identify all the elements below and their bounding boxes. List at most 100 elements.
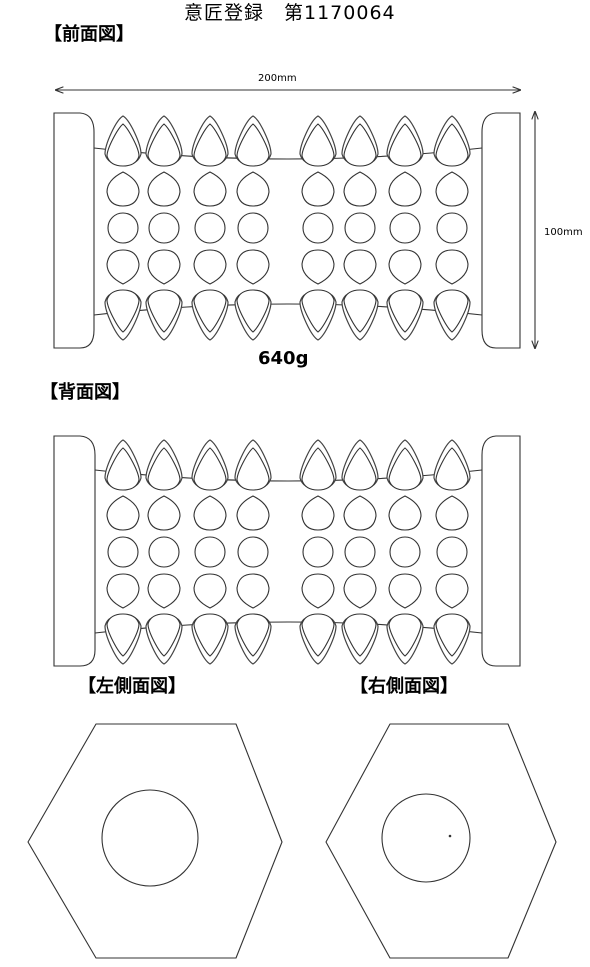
- spike-down: [145, 289, 183, 341]
- knob-up: [301, 171, 335, 207]
- knob-down: [388, 249, 422, 285]
- knob-round: [107, 212, 139, 244]
- knob-down: [193, 249, 227, 285]
- front-right-end-cap: [481, 112, 521, 349]
- spike-up: [234, 439, 272, 491]
- knob-round: [237, 536, 269, 568]
- front-bottom-edge: [93, 303, 483, 316]
- spike-up: [386, 439, 424, 491]
- knob-up: [106, 171, 140, 207]
- knob-round: [107, 536, 139, 568]
- knob-down: [147, 573, 181, 609]
- spike-up: [386, 115, 424, 167]
- knob-round: [344, 536, 376, 568]
- knob-round: [436, 536, 468, 568]
- back-spike-grid: [104, 439, 471, 665]
- knob-down: [435, 573, 469, 609]
- spike-up: [433, 439, 471, 491]
- knob-down: [301, 249, 335, 285]
- knob-down: [236, 249, 270, 285]
- back-right-end-cap: [481, 435, 521, 667]
- left-side-view-drawing: [27, 723, 283, 959]
- weight-label: 640g: [258, 348, 309, 369]
- knob-round: [344, 212, 376, 244]
- knob-round: [148, 212, 180, 244]
- front-spike-grid: [104, 115, 471, 341]
- knob-down: [435, 249, 469, 285]
- left-side-view-label: 【左側面図】: [78, 676, 186, 697]
- spike-down: [299, 289, 337, 341]
- spike-up: [145, 115, 183, 167]
- back-view-drawing: [53, 435, 521, 667]
- knob-up: [193, 171, 227, 207]
- knob-round: [389, 536, 421, 568]
- knob-down: [147, 249, 181, 285]
- knob-up: [236, 495, 270, 531]
- knob-up: [388, 171, 422, 207]
- right-side-center-dot: [448, 834, 452, 838]
- knob-round: [194, 212, 226, 244]
- spike-down: [104, 289, 142, 341]
- spike-down: [234, 289, 272, 341]
- spike-up: [299, 115, 337, 167]
- front-view-label: 【前面図】: [44, 24, 134, 45]
- knob-up: [388, 495, 422, 531]
- height-dimension: 100mm: [544, 227, 583, 238]
- spike-up: [234, 115, 272, 167]
- knob-down: [343, 573, 377, 609]
- spike-down: [386, 289, 424, 341]
- spike-up: [299, 439, 337, 491]
- knob-round: [302, 536, 334, 568]
- knob-down: [106, 573, 140, 609]
- knob-up: [236, 171, 270, 207]
- knob-up: [301, 495, 335, 531]
- spike-down: [104, 613, 142, 665]
- spike-down: [299, 613, 337, 665]
- knob-up: [343, 495, 377, 531]
- spike-down: [386, 613, 424, 665]
- knob-up: [106, 495, 140, 531]
- spike-down: [191, 289, 229, 341]
- knob-down: [301, 573, 335, 609]
- back-left-end-cap: [53, 435, 96, 667]
- knob-up: [147, 495, 181, 531]
- knob-up: [147, 171, 181, 207]
- knob-up: [435, 495, 469, 531]
- spike-up: [191, 439, 229, 491]
- back-view-label: 【背面図】: [40, 382, 130, 403]
- knob-down: [388, 573, 422, 609]
- knob-round: [389, 212, 421, 244]
- spike-up: [145, 439, 183, 491]
- knob-down: [193, 573, 227, 609]
- spike-up: [433, 115, 471, 167]
- document-title: 意匠登録 第1170064: [184, 2, 396, 24]
- right-side-center-circle: [381, 793, 471, 883]
- knob-round: [148, 536, 180, 568]
- spike-up: [104, 439, 142, 491]
- spike-down: [234, 613, 272, 665]
- knob-round: [436, 212, 468, 244]
- knob-down: [236, 573, 270, 609]
- knob-down: [343, 249, 377, 285]
- knob-up: [435, 171, 469, 207]
- left-side-hexagon: [27, 723, 283, 959]
- spike-down: [433, 613, 471, 665]
- knob-up: [193, 495, 227, 531]
- spike-down: [341, 613, 379, 665]
- spike-up: [191, 115, 229, 167]
- left-side-center-circle: [101, 789, 199, 887]
- spike-up: [104, 115, 142, 167]
- right-side-view-drawing: [325, 723, 557, 959]
- spike-down: [191, 613, 229, 665]
- knob-round: [237, 212, 269, 244]
- knob-round: [302, 212, 334, 244]
- spike-down: [341, 289, 379, 341]
- front-view-drawing: [53, 112, 521, 349]
- knob-down: [106, 249, 140, 285]
- spike-down: [145, 613, 183, 665]
- front-left-end-cap: [53, 112, 95, 349]
- knob-up: [343, 171, 377, 207]
- spike-down: [433, 289, 471, 341]
- spike-up: [341, 115, 379, 167]
